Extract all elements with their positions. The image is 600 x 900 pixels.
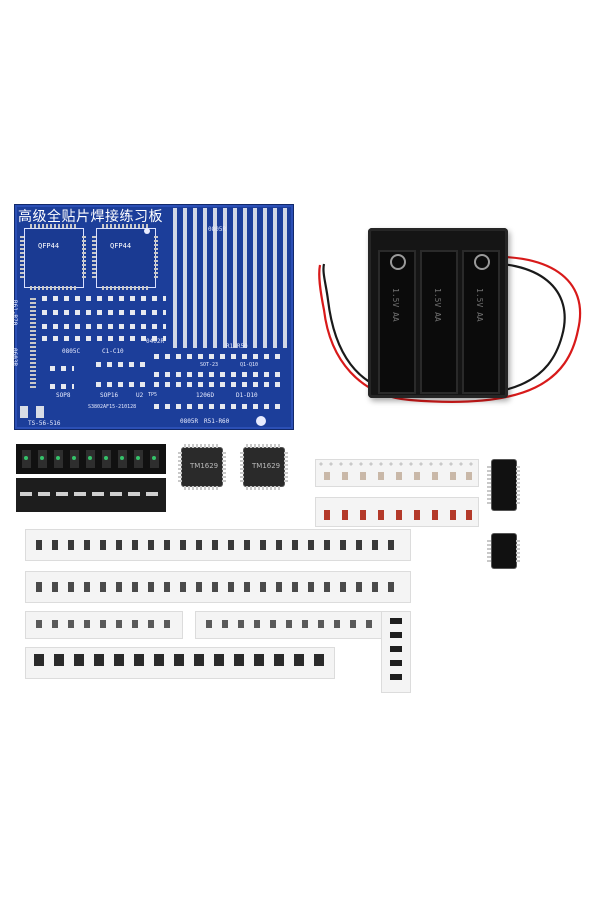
- qfp44-chip-left: [182, 448, 222, 486]
- sop16-chip: [492, 460, 516, 510]
- pcb-mounting-hole: [144, 228, 150, 234]
- battery-cell-slot: [378, 250, 416, 394]
- pcb-label-sop16: SOP16: [100, 392, 119, 399]
- sop16-pads: [96, 382, 146, 387]
- pcb-pad: [36, 406, 44, 418]
- qfp-left-label: QFP44: [38, 242, 60, 250]
- qfp-left-pins-top: [30, 224, 76, 228]
- pcb-label-side: R61-R70: [11, 300, 18, 326]
- qfp-right-pins-top: [102, 224, 148, 228]
- pcb-label-r51-r60: R51-R60: [204, 418, 230, 425]
- pcb-label-0603r-c: 0805C: [62, 348, 81, 355]
- pcb-label-1206d: 1206D: [196, 392, 215, 399]
- chip-pins: [246, 444, 282, 448]
- pcb-pad-row: [154, 404, 286, 409]
- sop16-pads: [96, 362, 146, 367]
- pcb-label-0805r-bottom: 0805R: [180, 418, 199, 425]
- pcb-pad-row: [154, 382, 286, 387]
- sop8-chip: [492, 534, 516, 568]
- qfp-left-pins-left: [20, 234, 24, 280]
- battery-cell-slot: [420, 250, 458, 394]
- pcb-title: 高级全贴片焊接练习板: [18, 209, 163, 225]
- pcb-pad-row: [42, 296, 166, 301]
- pcb-mounting-hole: [256, 416, 266, 426]
- pcb-pad-row: [154, 354, 286, 359]
- battery-spring-contact: [390, 254, 406, 270]
- chip-pins: [487, 538, 491, 564]
- qfp44-chip-right: [244, 448, 284, 486]
- pcb-label-d1-d10: D1-D10: [236, 392, 258, 399]
- pcb-label-ts: TS-56-516: [28, 420, 61, 427]
- pcb-label-0402r: 0402R: [146, 338, 165, 345]
- battery-cell-slot: [462, 250, 500, 394]
- resistor-parts: [34, 540, 402, 680]
- led-parts-row: [20, 450, 159, 496]
- qfp-left-pins-bottom: [30, 286, 76, 290]
- pcb-pad: [20, 406, 28, 418]
- chip-pins: [184, 444, 220, 448]
- chip-pins: [178, 450, 182, 484]
- sop8-pads: [50, 366, 74, 371]
- qfp-right-pins-right: [154, 234, 158, 280]
- pcb-pad-grid: [170, 208, 288, 348]
- battery-cell-label: 1.5V AA: [391, 288, 400, 322]
- qfp-footprint-right: [96, 228, 156, 288]
- battery-spring-contact: [474, 254, 490, 270]
- pcb-label-side2: 0603R: [11, 348, 18, 367]
- pcb-label-code: S3802AF15-210128: [88, 404, 137, 410]
- chip-left-label: TM1629: [190, 462, 219, 470]
- tape-parts-right: [324, 472, 472, 520]
- chip-right-label: TM1629: [252, 462, 281, 470]
- chip-pins: [516, 464, 520, 506]
- qfp-right-pins-left: [92, 234, 96, 280]
- pcb-label-0805r: 0805R: [208, 226, 227, 233]
- pcb-pad-row: [42, 310, 166, 315]
- chip-pins: [240, 450, 244, 484]
- chip-pins: [246, 486, 282, 490]
- chip-pins: [184, 486, 220, 490]
- chip-pins: [284, 450, 288, 484]
- pcb-pad-row: [42, 336, 166, 341]
- battery-cell-label: 1.5V AA: [475, 288, 484, 322]
- chip-pins: [516, 538, 520, 564]
- pcb-label-c1-c10: C1-C10: [102, 348, 124, 355]
- battery-cell-label: 1.5V AA: [433, 288, 442, 322]
- chip-pins: [487, 464, 491, 506]
- qfp-footprint-left: [24, 228, 84, 288]
- pcb-label-tp5: TP5: [148, 392, 158, 398]
- tape-sprocket-holes: [316, 462, 478, 466]
- pcb-pad-row: [154, 372, 286, 377]
- pcb-label-sop8: SOP8: [56, 392, 71, 399]
- chip-pins: [222, 450, 226, 484]
- sop8-pads: [50, 384, 74, 389]
- pcb-pad-row: [42, 324, 166, 329]
- pcb-label-u2: U2: [136, 392, 144, 399]
- qfp-right-label: QFP44: [110, 242, 132, 250]
- pcb-label-q1-q10: Q1-Q10: [240, 362, 259, 368]
- pcb-label-sot23: SOT-23: [200, 362, 219, 368]
- qfp-right-pins-bottom: [102, 286, 148, 290]
- qfp-left-pins-right: [82, 234, 86, 280]
- pcb-label-r1-r50: R1-R50: [226, 343, 248, 350]
- pcb-side-pads: [30, 296, 36, 388]
